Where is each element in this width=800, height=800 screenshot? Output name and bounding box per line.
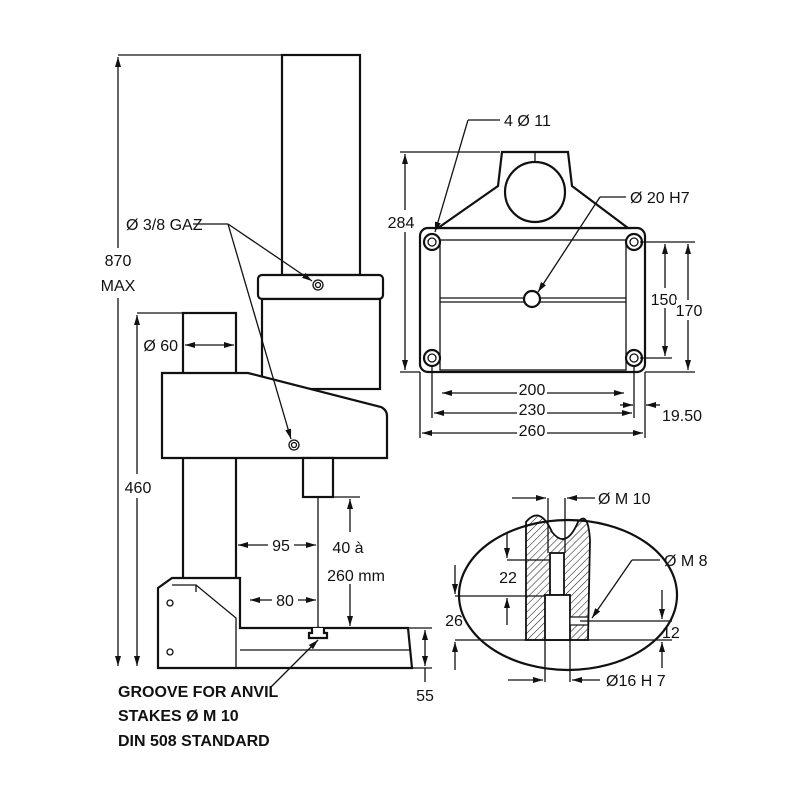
cylinder-body	[260, 297, 382, 391]
column-bore	[503, 160, 567, 224]
stroke-range-label-2: 260 mm	[327, 568, 385, 585]
dim-200-label: 200	[519, 382, 546, 399]
label-bg	[517, 420, 547, 440]
mount-hole-icon	[422, 232, 442, 252]
dim-60-label: Ø 60	[143, 338, 178, 355]
air-port-icon	[312, 279, 324, 291]
dim-870-suffix: MAX	[101, 278, 136, 295]
side-view: 870 MAX Ø 60 Ø 3/8 GAZ 460	[100, 53, 434, 750]
cylinder-collar	[256, 273, 385, 301]
center-bore	[522, 289, 542, 309]
mount-hole-inner	[427, 237, 437, 247]
bolt-hole-icon	[166, 599, 174, 607]
label-bg	[330, 532, 390, 584]
mount-hole-inner	[427, 353, 437, 363]
label-bg	[517, 380, 547, 400]
label-bg	[124, 474, 152, 498]
top-view: 4 Ø 11 Ø 20 H7 284 150 170 200 230 260	[388, 113, 703, 440]
dim-95-label: 95	[272, 538, 290, 555]
mount-hole-icon	[422, 348, 442, 368]
air-port-inner	[290, 441, 298, 449]
main-column-top	[181, 311, 238, 377]
dim-80-label: 80	[276, 593, 294, 610]
dim-460-label: 460	[125, 480, 152, 497]
mount-hole-inner	[629, 353, 639, 363]
leader-line	[227, 223, 313, 282]
label-bg	[268, 535, 294, 555]
leader-line	[591, 559, 633, 619]
h7-bore	[544, 594, 571, 641]
m8-thread-hole	[549, 552, 565, 596]
groove-note-line-3: DIN 508 STANDARD	[118, 733, 270, 750]
groove-note-line-1: GROOVE FOR ANVIL	[118, 684, 279, 701]
label-bg	[388, 210, 418, 232]
air-port-icon	[288, 439, 300, 451]
leader-line	[537, 196, 601, 293]
thread-m10-label: Ø M 10	[598, 491, 651, 508]
groove-note-line-2: STAKES Ø M 10	[118, 708, 239, 725]
stroke-range-label-1: 40 à	[332, 540, 363, 557]
mount-hole-icon	[624, 348, 644, 368]
mount-hole-inner	[629, 237, 639, 247]
dim-55-label: 55	[416, 688, 434, 705]
detail-view: Ø M 10 Ø M 8 22 26 12 Ø16 H 7	[445, 491, 708, 690]
punch-ram	[301, 456, 335, 499]
base-bracket	[172, 584, 237, 668]
bore-16-label: Ø16 H 7	[606, 673, 666, 690]
mount-holes	[422, 232, 644, 368]
air-port-inner	[314, 281, 322, 289]
mount-hole-icon	[624, 232, 644, 252]
base-plate-inner	[439, 239, 627, 371]
label-bg	[676, 300, 702, 320]
dim-22-label: 22	[499, 570, 517, 587]
leader-line	[227, 223, 292, 440]
dim-230-label: 230	[519, 402, 546, 419]
press-head	[160, 371, 389, 460]
dim-12-label: 12	[662, 625, 680, 642]
dim-870-label: 870	[105, 253, 132, 270]
dim-26-label: 26	[445, 613, 463, 630]
label-bg	[272, 590, 298, 610]
groove-leader	[269, 639, 319, 689]
dim-284-label: 284	[388, 215, 415, 232]
leader-line	[434, 119, 469, 233]
air-port-label: Ø 3/8 GAZ	[126, 217, 203, 234]
piston-column	[280, 53, 362, 277]
dim-150-label: 150	[651, 292, 678, 309]
bolt-hole-icon	[166, 648, 174, 656]
label-bg	[650, 288, 678, 308]
dim-19-50-label: 19.50	[662, 408, 702, 425]
bore-label: Ø 20 H7	[630, 190, 690, 207]
label-bg	[100, 248, 138, 298]
anvil-groove	[307, 628, 329, 640]
dim-260-label: 260	[519, 423, 546, 440]
dim-170-label: 170	[676, 303, 703, 320]
thread-m8-label: Ø M 8	[664, 553, 708, 570]
detail-circle	[457, 518, 679, 672]
mount-holes-label: 4 Ø 11	[504, 113, 551, 130]
main-column-bottom	[181, 454, 238, 582]
label-bg	[517, 400, 547, 420]
